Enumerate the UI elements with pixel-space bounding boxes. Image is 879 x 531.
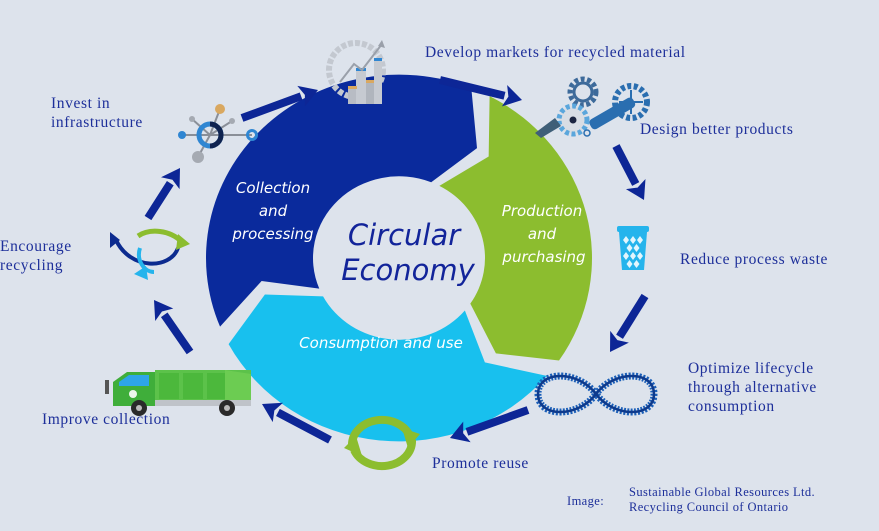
segment-production-line-3: purchasing — [501, 248, 585, 266]
segment-label-consumption: Consumption and use — [299, 334, 463, 352]
waste-basket-icon — [617, 226, 649, 270]
garbage-truck-icon — [105, 370, 251, 416]
arrow-shaft-3 — [616, 293, 649, 339]
cycle-segment-consumption — [228, 294, 547, 442]
arrow-shaft-5 — [276, 408, 332, 444]
segment-collection-line-1: Collection — [236, 179, 310, 197]
step-label-encourage-recycling: Encourage recycling — [0, 238, 72, 274]
arrow-shaft-6 — [160, 312, 194, 355]
center-label-line-1: Circular — [348, 218, 462, 252]
step-arrows — [144, 76, 649, 444]
segment-collection-line-3: processing — [231, 225, 313, 243]
cycle-segment-collection — [205, 74, 478, 327]
infinity-icon — [534, 372, 658, 416]
step-label-design-products: Design better products — [640, 121, 794, 138]
credit-prefix: Image: — [567, 494, 605, 508]
arrow-head-0 — [297, 85, 318, 107]
reuse-cycle-icon — [344, 415, 420, 471]
network-nodes-icon — [178, 104, 258, 163]
arrow-head-5 — [262, 402, 284, 423]
segment-collection-line-2: and — [259, 202, 288, 220]
center-label-line-2: Economy — [341, 253, 475, 287]
step-label-reduce-waste: Reduce process waste — [680, 251, 829, 268]
arrow-shaft-7 — [144, 181, 174, 221]
cycle-segment-production — [439, 96, 592, 361]
segment-label-collection: Collection and processing — [231, 179, 313, 243]
step-label-invest-infrastructure: Invest in infrastructure — [51, 95, 143, 131]
cycle-ring — [205, 74, 592, 442]
gears-wrench-icon — [535, 76, 650, 138]
arrow-shaft-2 — [612, 144, 640, 186]
step-label-optimize-lifecycle: Optimize lifecycle through alternative c… — [688, 360, 817, 415]
arrow-head-4 — [450, 421, 471, 443]
arrow-head-3 — [610, 330, 629, 352]
arrow-head-7 — [161, 168, 180, 190]
segment-production-line-1: Production — [502, 202, 582, 220]
arrow-head-1 — [501, 85, 522, 107]
segment-label-production: Production and purchasing — [501, 202, 585, 266]
step-label-improve-collection: Improve collection — [42, 411, 171, 428]
bar-chart-growth-icon — [326, 40, 386, 104]
credit-line-1: Sustainable Global Resources Ltd. — [629, 485, 816, 499]
arrow-shaft-0 — [240, 92, 303, 122]
step-label-develop-markets: Develop markets for recycled material — [425, 44, 686, 61]
arrow-head-6 — [154, 300, 174, 322]
segment-production-line-2: and — [528, 225, 557, 243]
credit-line-2: Recycling Council of Ontario — [629, 500, 789, 514]
step-label-promote-reuse: Promote reuse — [432, 455, 529, 472]
arrow-head-2 — [625, 178, 646, 200]
arrow-shaft-1 — [439, 76, 506, 100]
arrow-shaft-4 — [465, 406, 530, 436]
recycle-arrows-icon — [110, 228, 190, 280]
